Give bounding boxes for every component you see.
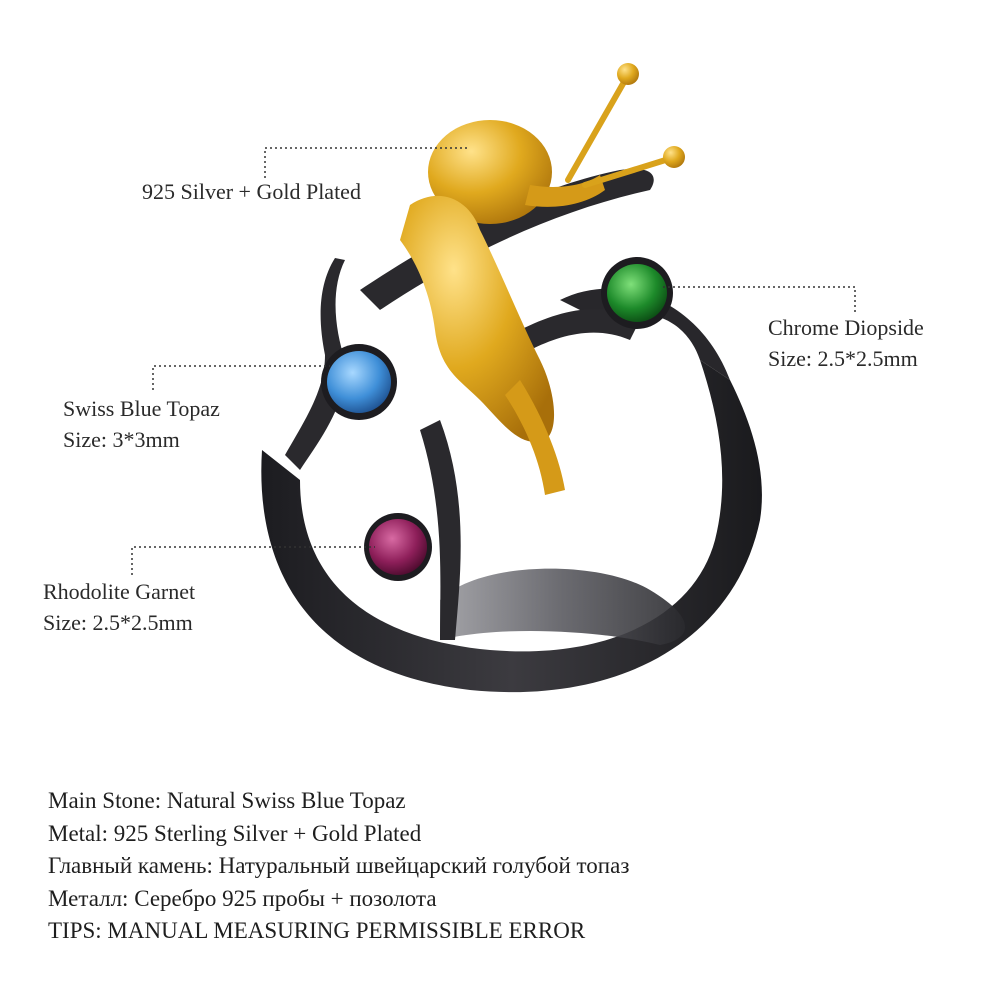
rhodolite-garnet-callout: Rhodolite Garnet Size: 2.5*2.5mm <box>43 576 195 638</box>
chrome-diopside-callout: Chrome Diopside Size: 2.5*2.5mm <box>768 312 924 374</box>
leader-lines <box>131 147 856 575</box>
leader-topaz <box>152 365 330 390</box>
rhodolite-garnet-stone <box>364 513 432 581</box>
leader-garnet <box>131 546 375 575</box>
swiss-blue-topaz-size: Size: 3*3mm <box>63 427 180 452</box>
rhodolite-garnet-size: Size: 2.5*2.5mm <box>43 610 193 635</box>
spec-metal-ru: Металл: Серебро 925 пробы + позолота <box>48 885 437 911</box>
bird <box>400 195 565 495</box>
swiss-blue-topaz-name: Swiss Blue Topaz <box>63 396 220 421</box>
spec-tips: TIPS: MANUAL MEASURING PERMISSIBLE ERROR <box>48 918 586 943</box>
spec-metal: Metal: 925 Sterling Silver + Gold Plated <box>48 820 422 846</box>
swiss-blue-topaz-stone <box>321 344 397 420</box>
chrome-diopside-stone <box>601 257 673 329</box>
product-specs: Main Stone: Natural Swiss Blue Topaz Met… <box>48 785 629 948</box>
snail <box>428 63 685 224</box>
metal-callout: 925 Silver + Gold Plated <box>142 176 361 207</box>
chrome-diopside-name: Chrome Diopside <box>768 315 924 340</box>
spec-main-stone: Main Stone: Natural Swiss Blue Topaz <box>48 788 406 813</box>
spec-main-stone-ru: Главный камень: Натуральный швейцарский … <box>48 853 630 878</box>
rhodolite-garnet-name: Rhodolite Garnet <box>43 579 196 604</box>
leader-chrome <box>660 286 856 312</box>
leader-metal <box>264 147 470 178</box>
chrome-diopside-size: Size: 2.5*2.5mm <box>768 346 918 371</box>
swiss-blue-topaz-callout: Swiss Blue Topaz Size: 3*3mm <box>63 393 220 455</box>
metal-callout-text: 925 Silver + Gold Plated <box>142 179 361 204</box>
